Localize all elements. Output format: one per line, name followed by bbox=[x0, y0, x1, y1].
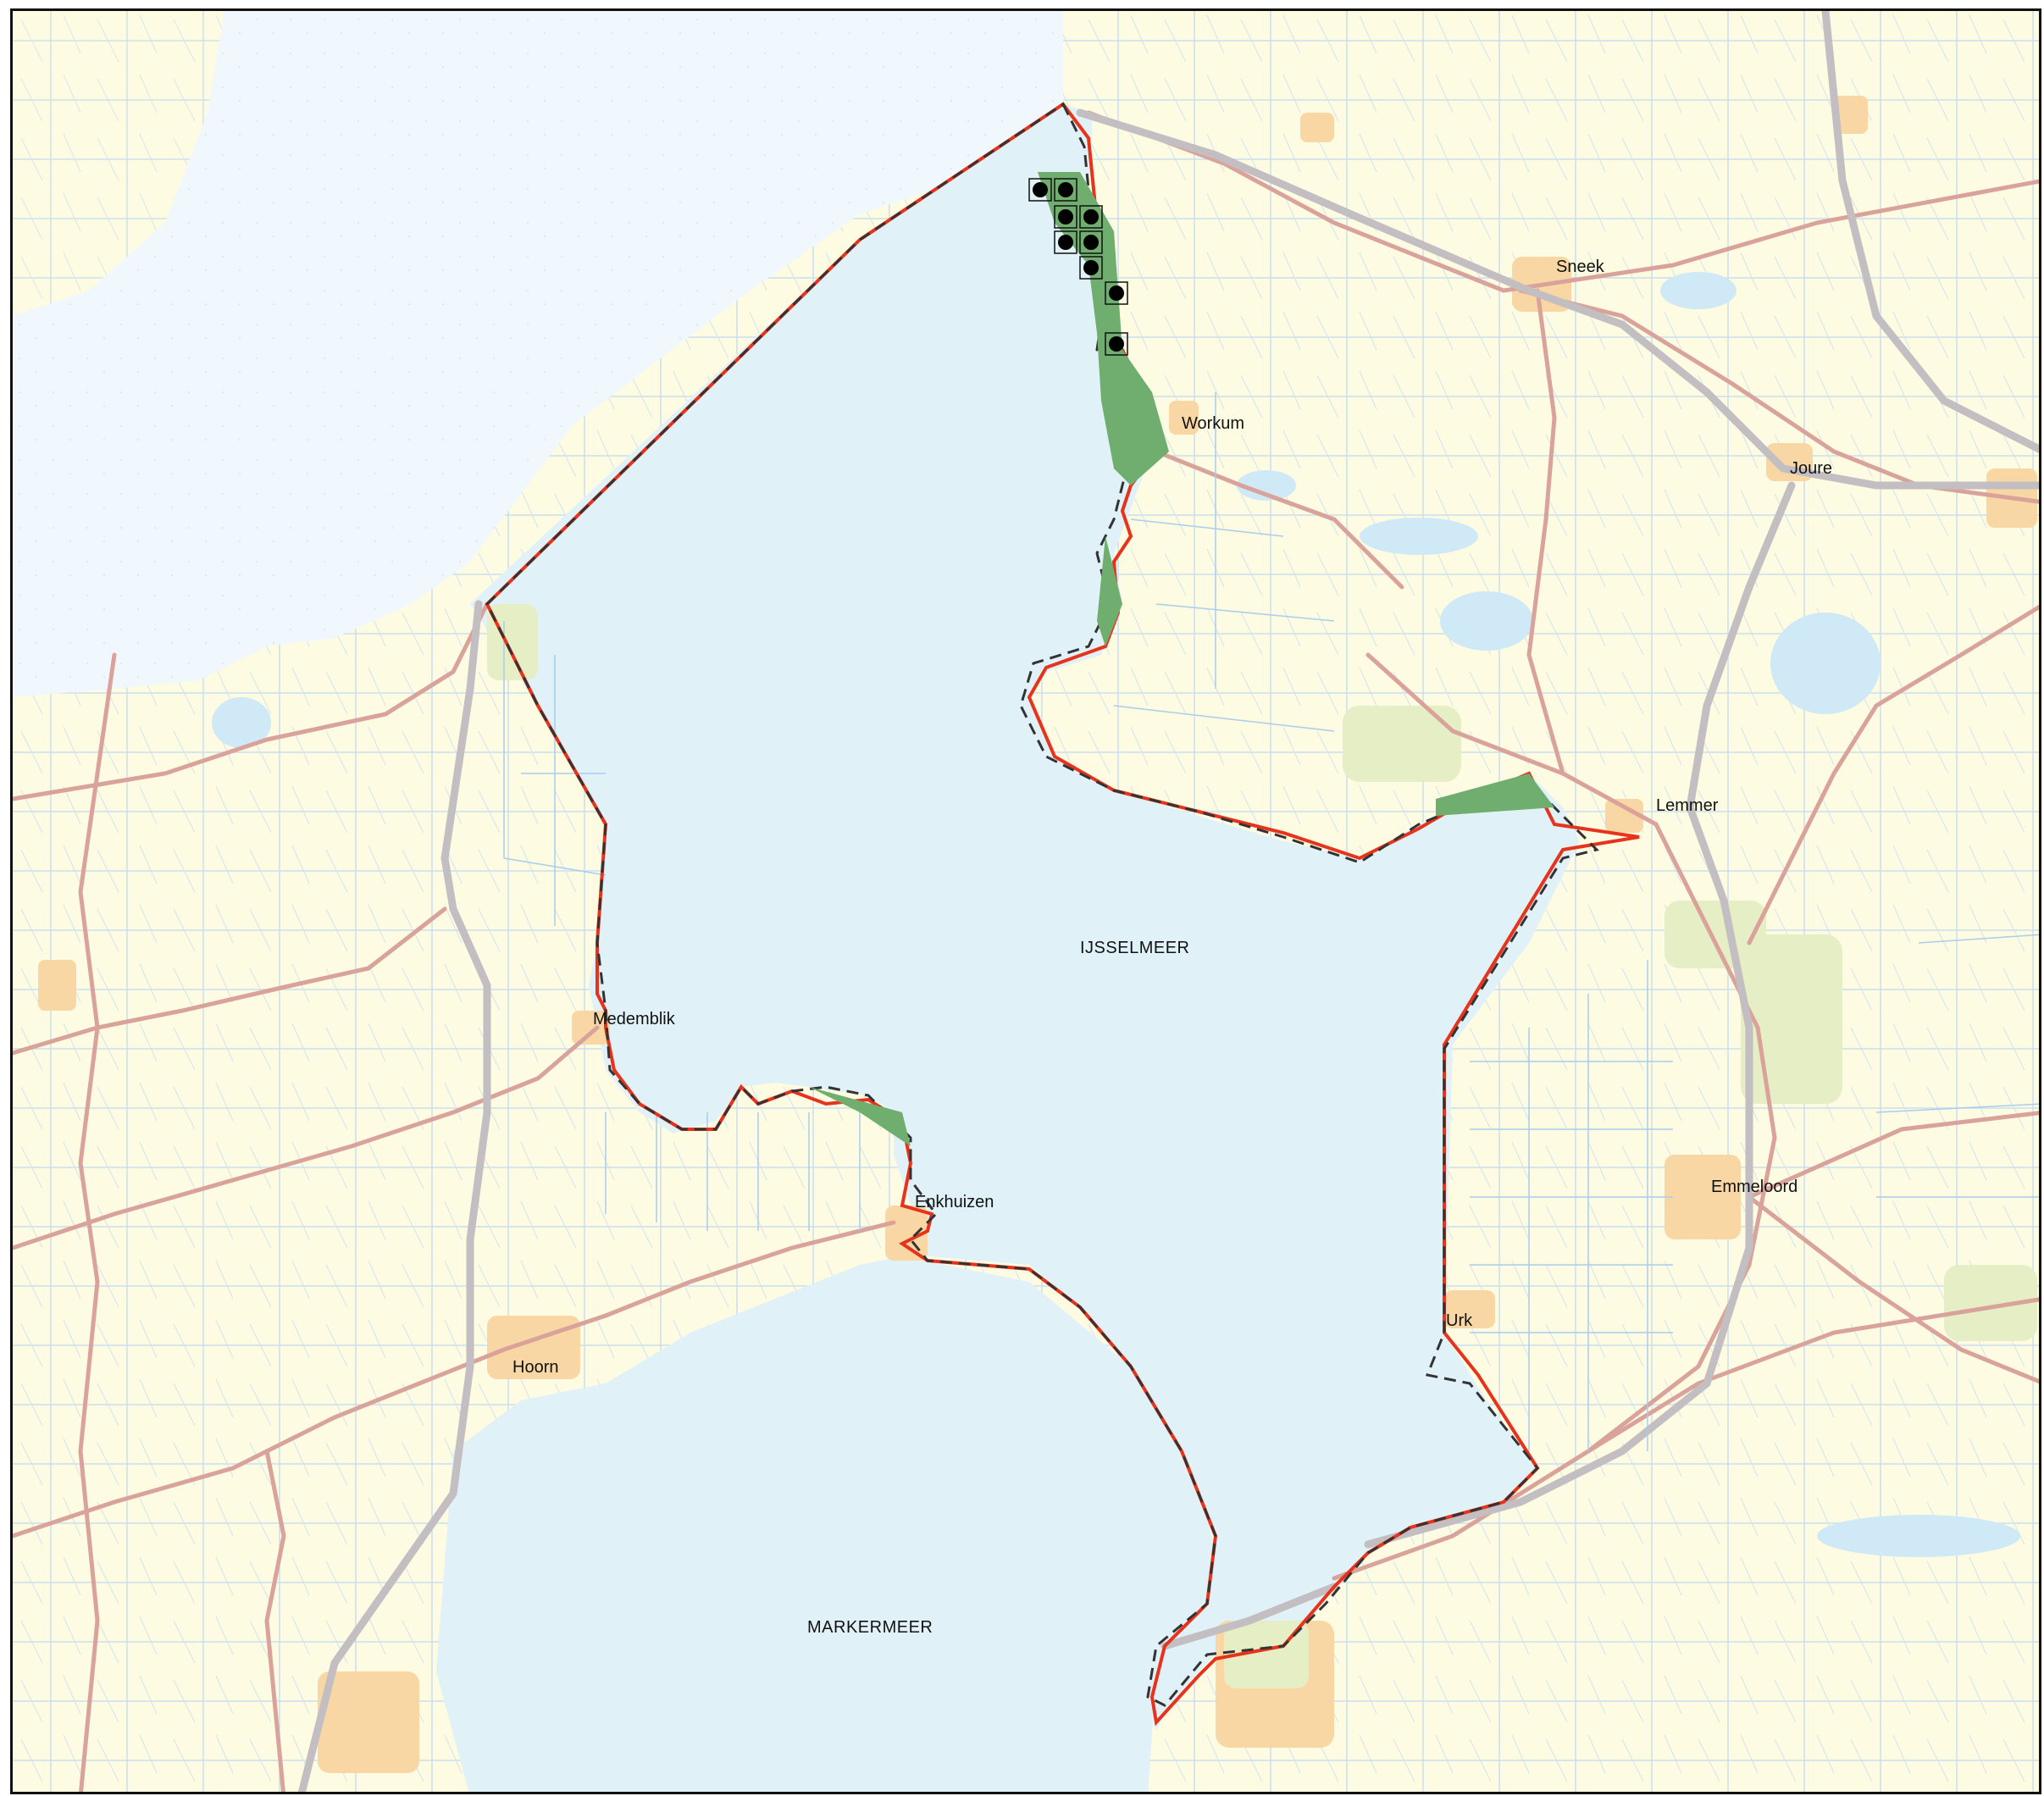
habitat-green-strip bbox=[1038, 172, 1169, 485]
observation-dot-icon[interactable] bbox=[1054, 230, 1077, 254]
vegetation-patches bbox=[487, 604, 2037, 1688]
road-network bbox=[13, 110, 2039, 1792]
observation-dot-icon[interactable] bbox=[1105, 281, 1128, 305]
ijsselmeer-lake[interactable] bbox=[470, 104, 1580, 1731]
place-label-medemblik: Medemblik bbox=[593, 1010, 675, 1028]
place-label-hoorn: Hoorn bbox=[512, 1358, 559, 1377]
headland-canals bbox=[13, 11, 224, 316]
place-label-enkhuizen: Enkhuizen bbox=[915, 1193, 994, 1211]
place-label-workum: Workum bbox=[1182, 414, 1245, 433]
water-label-ijsselmeer: IJSSELMEER bbox=[1080, 939, 1190, 957]
map-frame[interactable]: Sneek Workum Joure Lemmer IJSSELMEER Med… bbox=[10, 8, 2041, 1794]
observation-dot-icon[interactable] bbox=[1054, 178, 1077, 202]
boundary-dashed-line bbox=[485, 102, 1599, 1707]
observation-dot-icon[interactable] bbox=[1028, 178, 1052, 202]
waddenzee-texture bbox=[13, 11, 1063, 697]
observation-dot-icon[interactable] bbox=[1054, 205, 1077, 229]
map-canvas[interactable] bbox=[13, 11, 2041, 1794]
place-label-joure: Joure bbox=[1790, 459, 1833, 478]
place-label-emmeloord: Emmeloord bbox=[1711, 1178, 1798, 1196]
place-label-sneek: Sneek bbox=[1556, 258, 1604, 276]
highway-network bbox=[297, 11, 2039, 1792]
observation-dot-icon[interactable] bbox=[1079, 230, 1103, 254]
observation-dot-icon[interactable] bbox=[1079, 205, 1103, 229]
place-label-urk: Urk bbox=[1446, 1311, 1473, 1330]
observation-dot-icon[interactable] bbox=[1079, 256, 1103, 280]
markermeer-lake[interactable] bbox=[436, 1256, 1224, 1794]
place-label-lemmer: Lemmer bbox=[1656, 796, 1719, 815]
water-label-markermeer: MARKERMEER bbox=[807, 1618, 933, 1637]
observation-markers[interactable] bbox=[1028, 178, 1128, 356]
canals bbox=[503, 392, 2039, 1451]
observation-dot-icon[interactable] bbox=[1105, 332, 1128, 356]
inland-lakes bbox=[212, 272, 2020, 1557]
